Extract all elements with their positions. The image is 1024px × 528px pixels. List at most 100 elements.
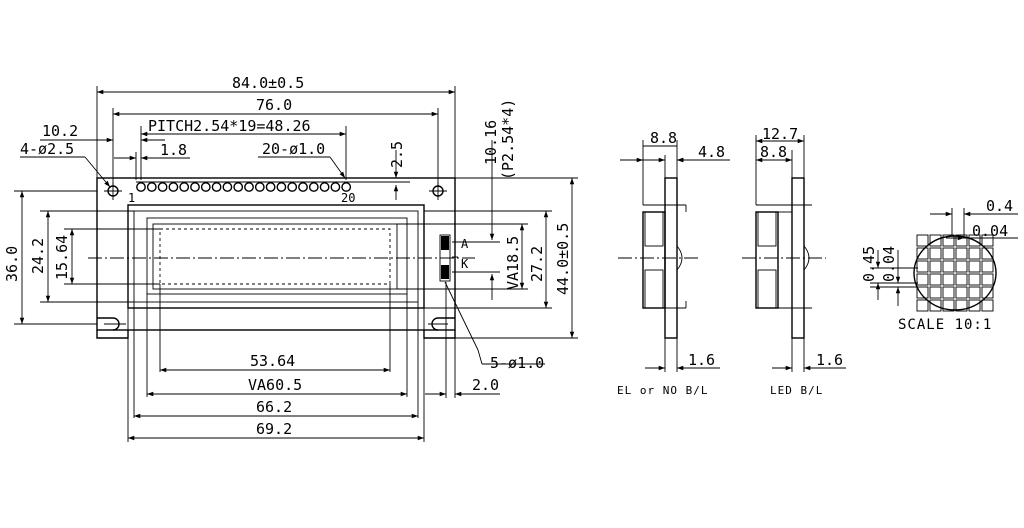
- dot-cell: [916, 273, 929, 286]
- led-dim-total: 12.7: [762, 125, 798, 143]
- dim-pin1-offset: 10.2: [42, 122, 78, 140]
- led-dim-inner: 8.8: [760, 143, 787, 161]
- dot-cell: [981, 273, 994, 286]
- dim-active-width: 53.64: [250, 352, 295, 370]
- led-caption: LED B/L: [770, 384, 823, 397]
- mount-slot-bottom-left: [97, 317, 120, 331]
- connector-pin: [308, 182, 319, 192]
- dim-bezel-height: 24.2: [29, 238, 47, 274]
- connector-pin: [200, 182, 211, 192]
- connector-pin: [211, 182, 222, 192]
- dim-va-height: VA18.5: [504, 236, 522, 290]
- el-dim-total: 8.8: [650, 129, 677, 147]
- dot-cell: [916, 260, 929, 273]
- dim-va-width: VA60.5: [248, 376, 302, 394]
- dot-cell: [955, 273, 968, 286]
- dot-dim-width: 0.4: [986, 197, 1013, 215]
- dim-overall-height: 36.0: [3, 246, 21, 282]
- dim-pin-holes: 20-ø1.0: [262, 140, 325, 158]
- dot-detail-scale: SCALE 10:1: [898, 317, 992, 333]
- dot-cell: [955, 260, 968, 273]
- dot-cell: [916, 234, 929, 247]
- connector-pin: [190, 182, 200, 192]
- connector-pin: [341, 182, 352, 192]
- led-lcd-glass: [755, 211, 779, 309]
- pin-1-label: 1: [128, 191, 135, 205]
- dot-cell: [929, 286, 942, 299]
- connector-pin: [265, 182, 276, 192]
- dot-cell: [929, 247, 942, 260]
- dot-cell: [955, 299, 968, 312]
- led-terminal-cathode: [441, 265, 449, 279]
- dim-pin-row-offset: 2.5: [388, 141, 406, 168]
- mount-slot-bottom-right: [431, 317, 455, 331]
- side-view-el: 8.8 4.8 1.6 EL or NO B/L: [617, 129, 730, 397]
- dot-cell: [968, 260, 981, 273]
- dim-led-pitch: 10.16: [482, 120, 500, 165]
- dot-detail: 0.4 0.04 0.45 0.04 SCALE 10:1: [860, 197, 1018, 333]
- dot-cell: [981, 260, 994, 273]
- side-view-led: 12.7 8.8 1.6 LED B/L: [742, 125, 846, 397]
- dim-bezel-width: 66.2: [256, 398, 292, 416]
- dim-led-pitch-note: (P2.54*4): [499, 99, 517, 180]
- dot-cell: [942, 247, 955, 260]
- dot-cell: [942, 260, 955, 273]
- dim-mount-holes: 4-ø2.5: [20, 140, 74, 158]
- active-area: [159, 228, 391, 285]
- dot-cell: [942, 273, 955, 286]
- pcb-outline: [96, 177, 456, 331]
- pin-row: [136, 181, 352, 192]
- dot-cell: [929, 273, 942, 286]
- led-cathode-label: K: [461, 257, 469, 271]
- dot-dim-height: 0.45: [860, 246, 878, 282]
- dot-cell: [942, 286, 955, 299]
- dot-cell: [942, 299, 955, 312]
- connector-pin: [244, 182, 254, 192]
- front-view: 1 20 A K 84.0±0.5 76.0 PITCH2.54*19=48.2…: [3, 74, 578, 442]
- connector-pin: [254, 182, 265, 192]
- dot-dim-gap-width: 0.04: [972, 222, 1008, 240]
- connector-pin: [233, 182, 244, 192]
- led-backlight: [777, 211, 793, 309]
- bezel-inner: [133, 210, 419, 303]
- el-lcd-glass: [642, 211, 666, 309]
- dot-cell: [968, 273, 981, 286]
- connector-pin: [287, 182, 298, 192]
- dot-detail-outline: [913, 235, 997, 311]
- pin-20-label: 20: [341, 191, 355, 205]
- dim-view-height: 15.64: [53, 235, 71, 280]
- connector-pin: [146, 182, 157, 192]
- el-caption: EL or NO B/L: [617, 384, 708, 397]
- connector-pin: [298, 182, 308, 192]
- dot-cell: [955, 247, 968, 260]
- dot-cell: [968, 286, 981, 299]
- dot-cell: [981, 299, 994, 312]
- dot-cell: [955, 234, 968, 247]
- connector-pin: [222, 182, 233, 192]
- connector-pin: [157, 182, 168, 192]
- dim-led-holes: 5-ø1.0: [490, 354, 544, 372]
- dim-outline-width: 69.2: [256, 420, 292, 438]
- dot-cell: [916, 286, 929, 299]
- led-terminal-anode: [441, 236, 449, 250]
- dot-cell: [929, 260, 942, 273]
- dot-cell: [929, 299, 942, 312]
- dot-cell: [981, 247, 994, 260]
- dot-cell: [968, 234, 981, 247]
- dot-cell: [916, 247, 929, 260]
- el-dim-pcb: 4.8: [698, 143, 725, 161]
- connector-pin: [330, 182, 341, 192]
- dim-hole-pitch: 76.0: [256, 96, 292, 114]
- connector-pin: [276, 182, 287, 192]
- dot-cell: [981, 234, 994, 247]
- dot-dim-gap-height: 0.04: [880, 246, 898, 282]
- dot-cell: [981, 286, 994, 299]
- dim-led-offset: 2.0: [472, 376, 499, 394]
- connector-pin: [319, 182, 330, 192]
- bezel-frame: [146, 217, 408, 295]
- dot-cell: [942, 234, 955, 247]
- connector-pin: [179, 182, 190, 192]
- dot-cell: [929, 234, 942, 247]
- el-dim-board: 1.6: [688, 351, 715, 369]
